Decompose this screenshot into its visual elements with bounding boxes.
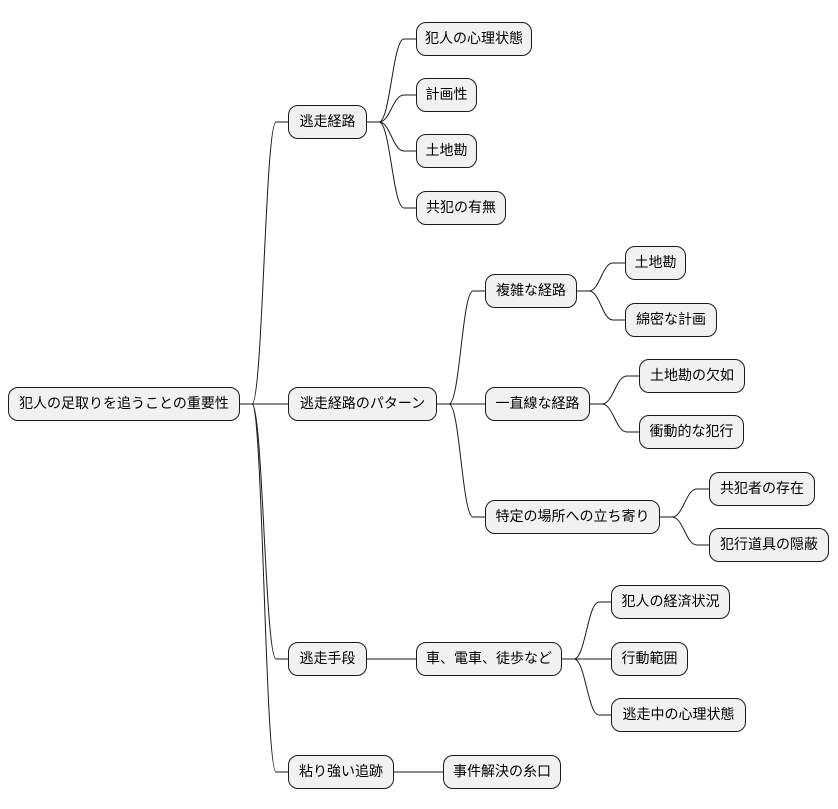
- branch-node: 逃走経路のパターン: [288, 387, 437, 421]
- connector-line: [367, 121, 416, 209]
- leaf-node: 犯人の心理状態: [416, 22, 532, 56]
- branch-node: 逃走手段: [288, 642, 367, 676]
- connector-line: [240, 403, 288, 660]
- connector-line: [367, 121, 416, 152]
- connector-line: [437, 403, 485, 518]
- leaf-node: 事件解決の糸口: [443, 755, 561, 789]
- connector-line: [590, 375, 639, 405]
- sub-branch-node: 一直線な経路: [485, 387, 590, 421]
- sub-branch-node: 特定の場所への立ち寄り: [485, 500, 660, 534]
- leaf-node: 土地勘の欠如: [639, 359, 745, 393]
- connector-line: [660, 516, 709, 546]
- connector-line: [660, 488, 709, 518]
- connector-line: [562, 658, 611, 716]
- sub-branch-node: 車、電車、徒歩など: [416, 642, 562, 676]
- leaf-node: 犯行道具の隠蔽: [709, 528, 829, 562]
- connector-line: [577, 290, 625, 321]
- leaf-node: 行動範囲: [611, 642, 688, 676]
- connector-line: [590, 403, 639, 433]
- leaf-node: 計画性: [416, 78, 477, 112]
- branch-node: 粘り強い追跡: [288, 755, 394, 789]
- connector-line: [240, 121, 288, 405]
- root-node: 犯人の足取りを追うことの重要性: [8, 387, 240, 421]
- connector-line: [577, 262, 625, 292]
- connector-line: [562, 601, 611, 660]
- branch-node: 逃走経路: [288, 105, 367, 139]
- leaf-node: 逃走中の心理状態: [611, 698, 746, 732]
- connector-line: [367, 94, 416, 123]
- leaf-node: 綿密な計画: [625, 303, 717, 337]
- leaf-node: 共犯者の存在: [709, 472, 815, 506]
- connector-line: [437, 290, 485, 405]
- sub-branch-node: 複雑な経路: [485, 274, 577, 308]
- leaf-node: 共犯の有無: [416, 191, 506, 225]
- leaf-node: 犯人の経済状況: [611, 585, 730, 619]
- connector-line: [367, 38, 416, 123]
- leaf-node: 衝動的な犯行: [639, 415, 744, 449]
- leaf-node: 土地勘: [416, 134, 477, 168]
- connector-line: [240, 403, 288, 773]
- leaf-node: 土地勘: [625, 246, 686, 280]
